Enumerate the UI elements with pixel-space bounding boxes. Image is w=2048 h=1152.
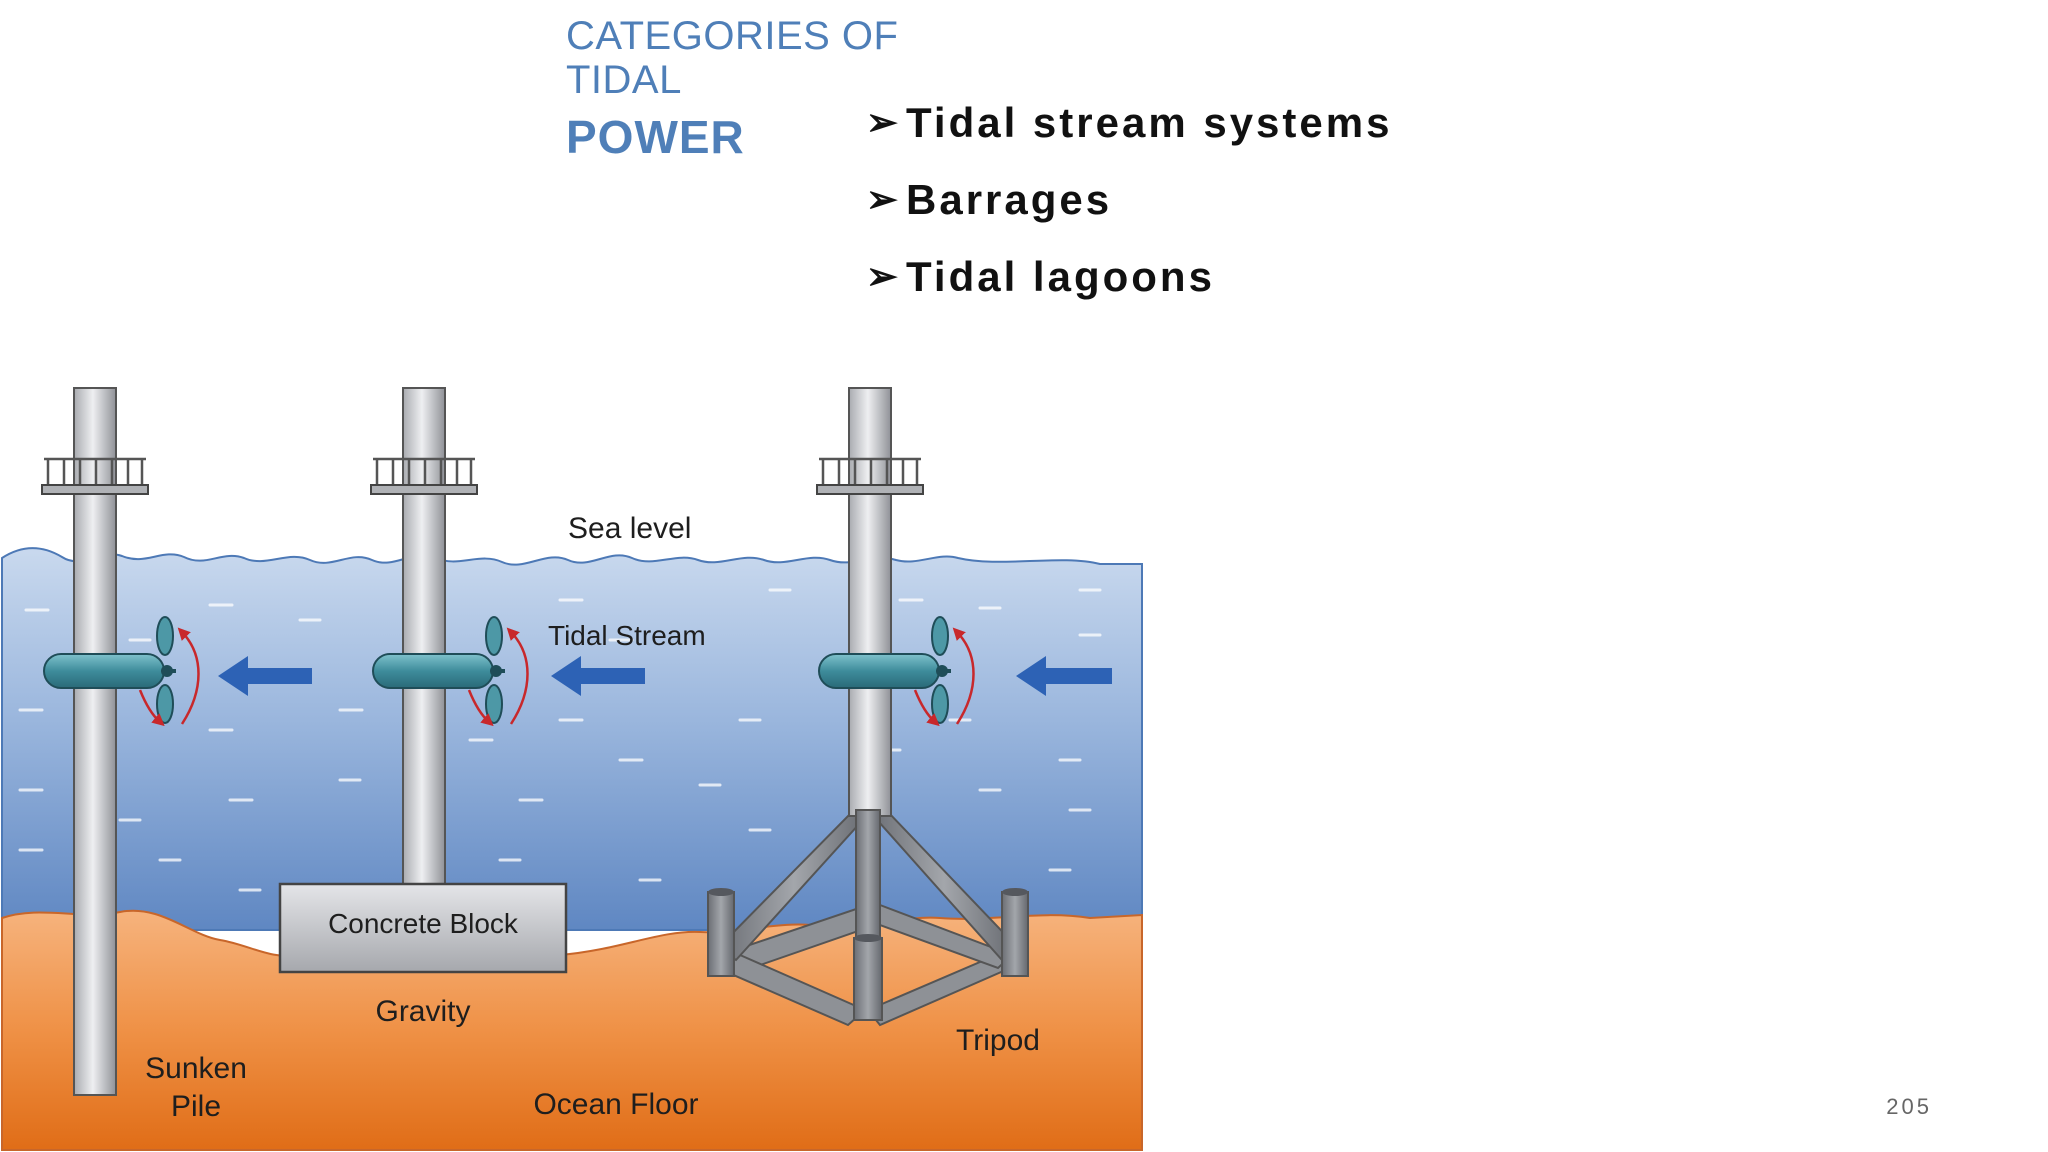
sea-water [1,547,1143,931]
sunken-pile-label-line2: Pile [171,1090,221,1123]
turbine-2 [372,616,529,727]
flow-arrow-icon [551,656,645,696]
concrete-block-label: Concrete Block [328,908,519,939]
tidal-stream-label: Tidal Stream [548,620,706,651]
turbine-3 [818,616,975,727]
bullet-arrow-icon: ➢ [866,255,898,298]
bullet-arrow-icon: ➢ [866,178,898,221]
bullet-list: ➢ Tidal stream systems ➢ Barrages ➢ Tida… [866,84,1392,315]
sea-level-label: Sea level [568,512,691,545]
bullet-text: Tidal stream systems [906,98,1393,146]
bullet-item: ➢ Tidal stream systems [866,84,1392,161]
tidal-turbine-diagram: Sea level Tidal Stream Concrete Block Gr… [1,387,1143,1151]
bullet-text: Tidal lagoons [906,252,1215,300]
tripod-label: Tripod [956,1024,1040,1057]
bullet-item: ➢ Barrages [866,161,1392,238]
title-line-2: POWER [566,111,745,163]
concrete-block [278,882,568,974]
slide-title: CATEGORIES OF TIDAL POWER [566,14,966,163]
turbine-1 [43,616,200,727]
title-line-1: CATEGORIES OF TIDAL [566,14,899,102]
water-streaks [18,588,1102,892]
ocean-floor-label: Ocean Floor [533,1088,698,1121]
gravity-structure [278,387,568,974]
tripod-structure [707,387,1029,1027]
flow-arrow-icon [1016,656,1112,696]
bullet-arrow-icon: ➢ [866,101,898,144]
platform-railing [44,457,146,485]
sunken-pile-label-line1: Sunken [145,1052,247,1085]
flow-arrow-icon [218,656,312,696]
page-number: 205 [1886,1094,1932,1119]
sunken-pile-structure [41,387,149,1096]
bullet-item: ➢ Tidal lagoons [866,238,1392,315]
gravity-label: Gravity [375,995,470,1028]
bullet-text: Barrages [906,175,1113,223]
